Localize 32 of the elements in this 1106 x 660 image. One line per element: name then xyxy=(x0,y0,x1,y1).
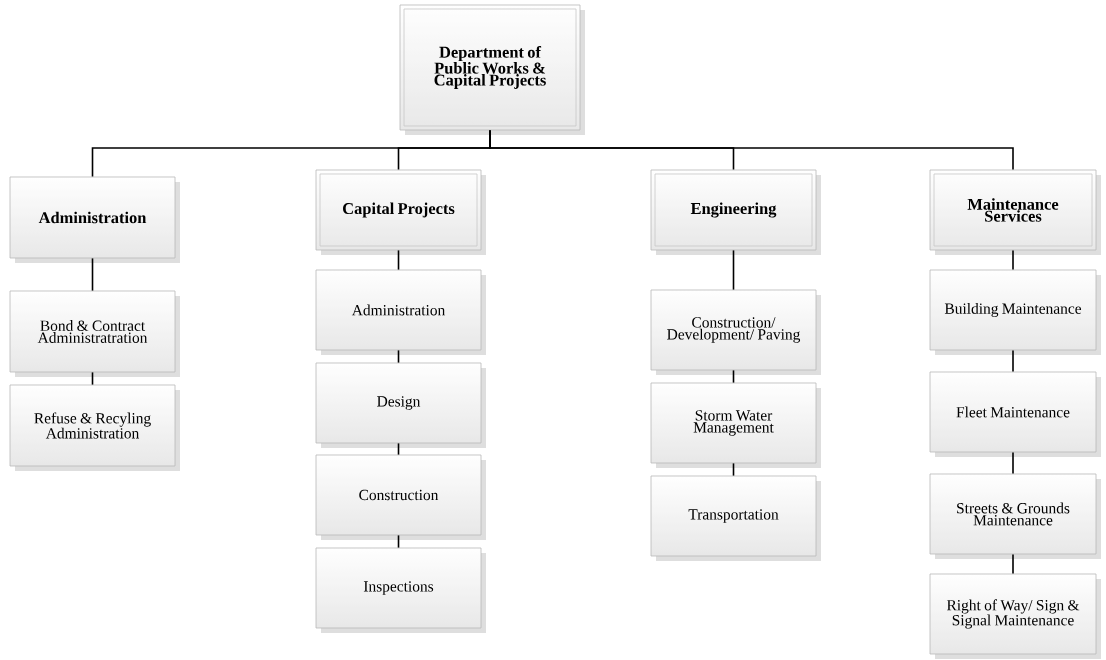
connector-line xyxy=(1012,249,1014,271)
connector-line xyxy=(732,369,735,384)
division-box: Engineering xyxy=(650,169,821,255)
connector-line xyxy=(1012,451,1014,475)
connector-line xyxy=(732,249,735,291)
connector-line xyxy=(397,534,400,549)
connector-line xyxy=(732,462,735,477)
unit-box: Building Maintenance xyxy=(929,269,1101,355)
unit-box: Inspections xyxy=(315,547,486,633)
department-box: Department of Public Works & Capital Projects xyxy=(399,4,585,135)
connector-line xyxy=(1012,553,1014,575)
connector-line xyxy=(489,129,1014,171)
unit-box: Transportation xyxy=(650,475,821,561)
unit-box: Right of Way/ Sign & Signal Maintenance xyxy=(929,573,1101,659)
unit-box: Refuse & Recyling Administration xyxy=(9,384,180,471)
connector-line xyxy=(91,257,94,292)
unit-box: Bond & Contract Administratration xyxy=(9,290,180,377)
connector-line xyxy=(397,442,400,456)
unit-box: Administration xyxy=(315,269,486,355)
unit-box: Storm Water Management xyxy=(650,382,821,468)
unit-box: Construction/ Development/ Paving xyxy=(650,289,821,375)
division-box: Administration xyxy=(9,176,180,263)
unit-box: Design xyxy=(315,362,486,448)
connector-line xyxy=(1012,349,1014,373)
division-box: Capital Projects xyxy=(315,169,486,255)
connector-line xyxy=(397,349,400,364)
unit-box: Streets & Grounds Maintenance xyxy=(929,473,1101,559)
connector-line xyxy=(397,249,400,271)
connector-line xyxy=(91,371,94,386)
unit-box: Construction xyxy=(315,454,486,540)
unit-box: Fleet Maintenance xyxy=(929,371,1101,457)
division-box: Maintenance Services xyxy=(929,169,1101,255)
